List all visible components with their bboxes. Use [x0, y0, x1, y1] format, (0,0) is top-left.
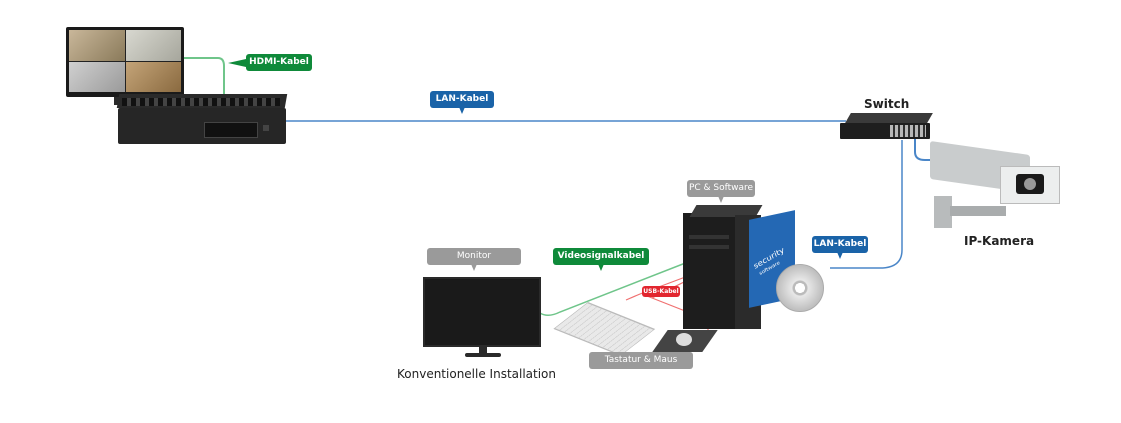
- lan-cable-label-top: LAN-Kabel: [430, 91, 494, 114]
- camera-feed-grid: [69, 30, 181, 92]
- conventional-monitor: [423, 277, 541, 357]
- lan-cable-label-top-text: LAN-Kabel: [435, 94, 489, 104]
- lan-cable-camera: [914, 138, 938, 161]
- software-cd: [776, 264, 824, 312]
- lan-cable-label-bottom: LAN-Kabel: [812, 236, 868, 259]
- video-signal-cable-label: Videosignalkabel: [553, 248, 649, 271]
- hdmi-cable: [180, 57, 225, 95]
- switch-label: Switch: [864, 97, 910, 111]
- video-signal-cable: [539, 261, 689, 316]
- nvr-device: [116, 94, 288, 146]
- usb-cable-keyboard: [625, 275, 689, 301]
- ip-camera-label: IP-Kamera: [964, 234, 1035, 248]
- video-signal-cable-label-text: Videosignalkabel: [557, 251, 645, 261]
- lan-cable-label-bottom-text: LAN-Kabel: [813, 239, 867, 249]
- monitor-label: Monitor: [427, 248, 521, 271]
- pc-software-label-text: PC & Software: [688, 183, 754, 193]
- lan-cable-pc: [830, 140, 903, 269]
- conventional-installation-title: Konventionelle Installation: [397, 367, 557, 381]
- monitor-label-text: Monitor: [456, 251, 492, 261]
- ip-camera: [930, 140, 1060, 235]
- top-monitor: [66, 27, 184, 105]
- hdmi-cable-label: HDMI-Kabel: [246, 54, 312, 71]
- usb-cable-label-text: USB-Kabel: [643, 288, 679, 295]
- network-switch: [840, 113, 933, 141]
- pc-software-label: PC & Software: [687, 180, 755, 203]
- keyboard-mouse-label-text: Tastatur & Maus: [604, 355, 678, 365]
- keyboard-mouse-label: Tastatur & Maus: [589, 352, 693, 369]
- usb-cable-label: USB-Kabel: [642, 286, 680, 297]
- hdmi-cable-label-text: HDMI-Kabel: [249, 57, 309, 67]
- mouse: [676, 333, 692, 346]
- hdmi-label-pointer: [228, 59, 246, 67]
